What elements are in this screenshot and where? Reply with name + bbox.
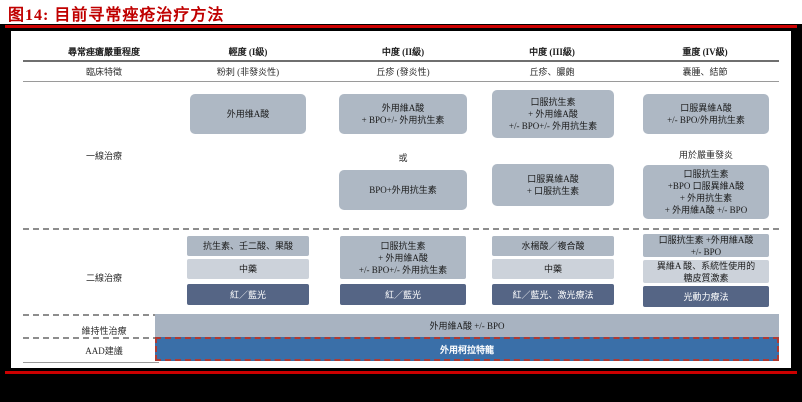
- clinical-value-3: 丘疹、膿皰: [529, 67, 575, 77]
- first-line-c4-box-2: 口服抗生素 +BPO 口服異維A酸 + 外用抗生素 + 外用維A酸 +/- BP…: [643, 165, 769, 219]
- title-rule-bottom: [5, 371, 797, 374]
- first-line-c4-box-1: 口服異維A酸 +/- BPO/外用抗生素: [643, 94, 769, 134]
- second-line-c3-box-2: 中藥: [492, 259, 614, 279]
- clinical-value-4: 囊腫、結節: [682, 67, 728, 77]
- chart-panel: 尋常痤瘡嚴重程度 輕度 (I級) 中度 (II級) 中度 (III級) 重度 (…: [11, 31, 791, 368]
- second-line-c4-box-2: 異維A 酸、系統性使用的 糖皮質激素: [643, 260, 769, 283]
- clinical-value-1: 粉刺 (非發炎性): [216, 67, 280, 77]
- aad-rule-bottom: [23, 362, 159, 363]
- second-line-c3-box-1: 水楊酸／複合酸: [492, 236, 614, 256]
- row-label-aad: AAD建議: [85, 346, 123, 356]
- first-line-c2-box-2: BPO+外用抗生素: [339, 170, 467, 210]
- first-line-c2-note-or: 或: [398, 153, 408, 163]
- clinical-rule-bottom: [23, 81, 779, 82]
- row-label-first-line: 一線治療: [85, 151, 122, 161]
- second-line-c3-box-3: 紅／藍光、激光療法: [492, 284, 614, 305]
- second-line-c4-box-3: 光動力療法: [643, 286, 769, 307]
- column-header-grade-3: 中度 (III級): [529, 47, 575, 57]
- title-rule-top: [5, 25, 797, 28]
- column-header-grade-2: 中度 (II級): [381, 47, 425, 57]
- header-rule-top: [23, 60, 779, 62]
- first-line-c2-box-1: 外用維A酸 + BPO+/- 外用抗生素: [339, 94, 467, 134]
- second-line-c1-box-1: 抗生素、壬二酸、果酸: [187, 236, 309, 256]
- column-header-grade-1: 輕度 (I級): [228, 47, 268, 57]
- second-line-c1-box-3: 紅／藍光: [187, 284, 309, 305]
- title-bar: 图14: 目前寻常痤疮治疗方法: [0, 0, 802, 24]
- first-line-c1-box-1: 外用维A酸: [190, 94, 306, 134]
- first-line-c3-box-1: 口服抗生素 + 外用維A酸 +/- BPO+/- 外用抗生素: [492, 90, 614, 138]
- aad-band: 外用柯拉特龍: [155, 337, 779, 361]
- maintenance-band: 外用維A酸 +/- BPO: [155, 314, 779, 337]
- second-line-c2-box-1: 口服抗生素 + 外用維A酸 +/- BPO+/- 外用抗生素: [340, 236, 466, 279]
- second-line-c1-box-2: 中藥: [187, 259, 309, 279]
- second-line-c2-box-2: 紅／藍光: [340, 284, 466, 305]
- maintenance-aad-divider: [23, 337, 159, 339]
- column-header-severity: 尋常痤瘡嚴重程度: [67, 47, 140, 57]
- first-line-c3-box-2: 口服異維A酸 + 口服抗生素: [492, 164, 614, 206]
- first-second-line-divider: [23, 228, 779, 230]
- row-label-maintenance: 維持性治療: [81, 326, 127, 336]
- clinical-value-2: 丘疹 (發炎性): [376, 67, 430, 77]
- figure-title: 图14: 目前寻常痤疮治疗方法: [8, 7, 225, 24]
- row-label-clinical: 臨床特徵: [85, 67, 122, 77]
- row-label-second-line: 二線治療: [85, 273, 122, 283]
- column-header-grade-4: 重度 (IV級): [682, 47, 728, 57]
- first-line-c4-note-severe: 用於嚴重發炎: [678, 150, 733, 160]
- second-line-c4-box-1: 口服抗生素 +外用維A酸 +/- BPO: [643, 234, 769, 257]
